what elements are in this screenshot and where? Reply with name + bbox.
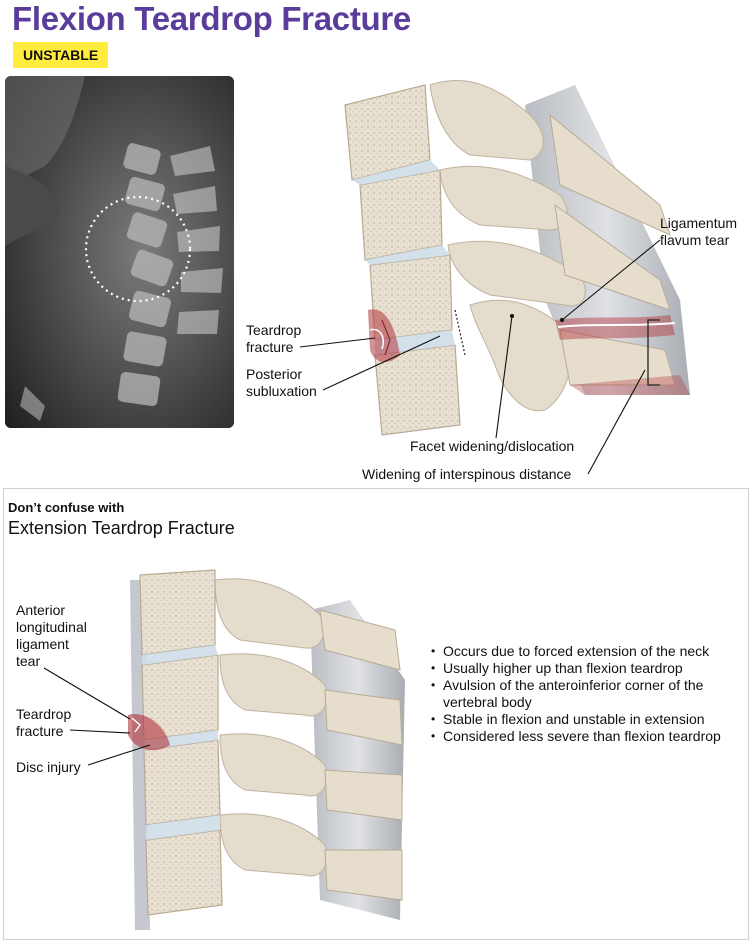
fact-item: Avulsion of the anteroinferior corner of… bbox=[430, 677, 745, 711]
fact-item: Stable in flexion and unstable in extens… bbox=[430, 711, 745, 728]
label-interspinous-widening: Widening of interspinous distance bbox=[362, 466, 572, 482]
label-teardrop-fracture: Teardrop fracture bbox=[246, 322, 302, 355]
label-disc-injury: Disc injury bbox=[16, 759, 81, 775]
label-ligamentum-flavum-tear: Ligamentum flavum tear bbox=[660, 215, 738, 248]
unstable-badge: UNSTABLE bbox=[13, 42, 109, 68]
extension-spine-illustration bbox=[120, 560, 420, 930]
page-title: Flexion Teardrop Fracture bbox=[12, 0, 411, 37]
label-extension-teardrop-fracture: Teardrop fracture bbox=[16, 706, 72, 739]
comparison-title: Extension Teardrop Fracture bbox=[8, 518, 235, 538]
label-all-tear: Anterior longitudinal ligament tear bbox=[16, 602, 87, 669]
xray-image bbox=[5, 76, 234, 428]
comparison-heading: Don’t confuse with bbox=[8, 500, 125, 515]
fact-item: Occurs due to forced extension of the ne… bbox=[430, 643, 745, 660]
label-posterior-subluxation: Posterior subluxation bbox=[246, 366, 317, 399]
fact-item: Considered less severe than flexion tear… bbox=[430, 728, 745, 745]
label-facet-widening: Facet widening/dislocation bbox=[410, 438, 575, 454]
fact-item: Usually higher up than flexion teardrop bbox=[430, 660, 745, 677]
flexion-spine-illustration bbox=[330, 65, 720, 445]
comparison-panel bbox=[3, 488, 749, 940]
extension-facts-list: Occurs due to forced extension of the ne… bbox=[430, 643, 745, 745]
